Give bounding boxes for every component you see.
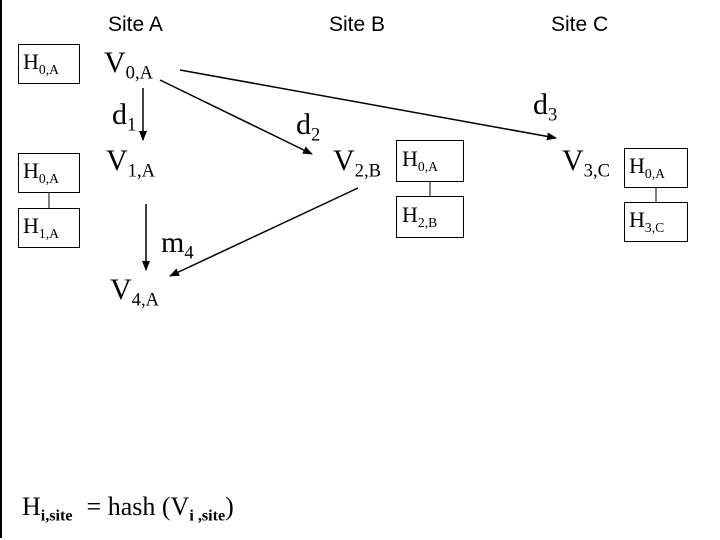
arrow-d2	[159, 79, 313, 155]
hash-h0a-site-b: H0,A	[402, 146, 438, 174]
hash-h1a: H1,A	[23, 213, 59, 241]
hash-box-h2b	[396, 196, 464, 238]
hash-h0a-top: H0,A	[23, 49, 59, 77]
site-a-label: Site A	[108, 13, 163, 36]
hash-box-h0a-site-c	[624, 148, 688, 188]
edge-label-d2: d2	[296, 108, 321, 146]
edge-label-m4: m4	[161, 226, 194, 264]
hash-box-h1a	[18, 208, 80, 248]
hash-formula: Hi,site= hash (Vi ,site)	[22, 492, 234, 525]
hash-box-h0a-site-b	[396, 140, 464, 182]
hash-box-h0a-top	[18, 44, 80, 84]
site-c-label: Site C	[551, 13, 609, 36]
hash-box-h3c	[624, 202, 688, 242]
arrow-d3	[179, 69, 557, 141]
site-b-label: Site B	[329, 13, 386, 36]
version-v3c: V3,C	[562, 144, 611, 182]
hash-h0a-site-c: H0,A	[629, 153, 665, 181]
hash-h2b: H2,B	[402, 202, 438, 230]
hash-h0a-mid: H0,A	[23, 158, 59, 186]
edge-label-d1: d1	[112, 98, 137, 136]
version-v0a: V0,A	[104, 46, 154, 84]
edge-label-d3: d3	[533, 88, 558, 126]
version-v4a: V4,A	[110, 273, 160, 311]
arrow-m4	[169, 187, 359, 277]
hash-h3c: H3,C	[629, 207, 665, 235]
version-v2b: V2,B	[333, 144, 382, 182]
hash-box-h0a-mid	[18, 153, 80, 193]
version-v1a: V1,A	[106, 144, 156, 182]
